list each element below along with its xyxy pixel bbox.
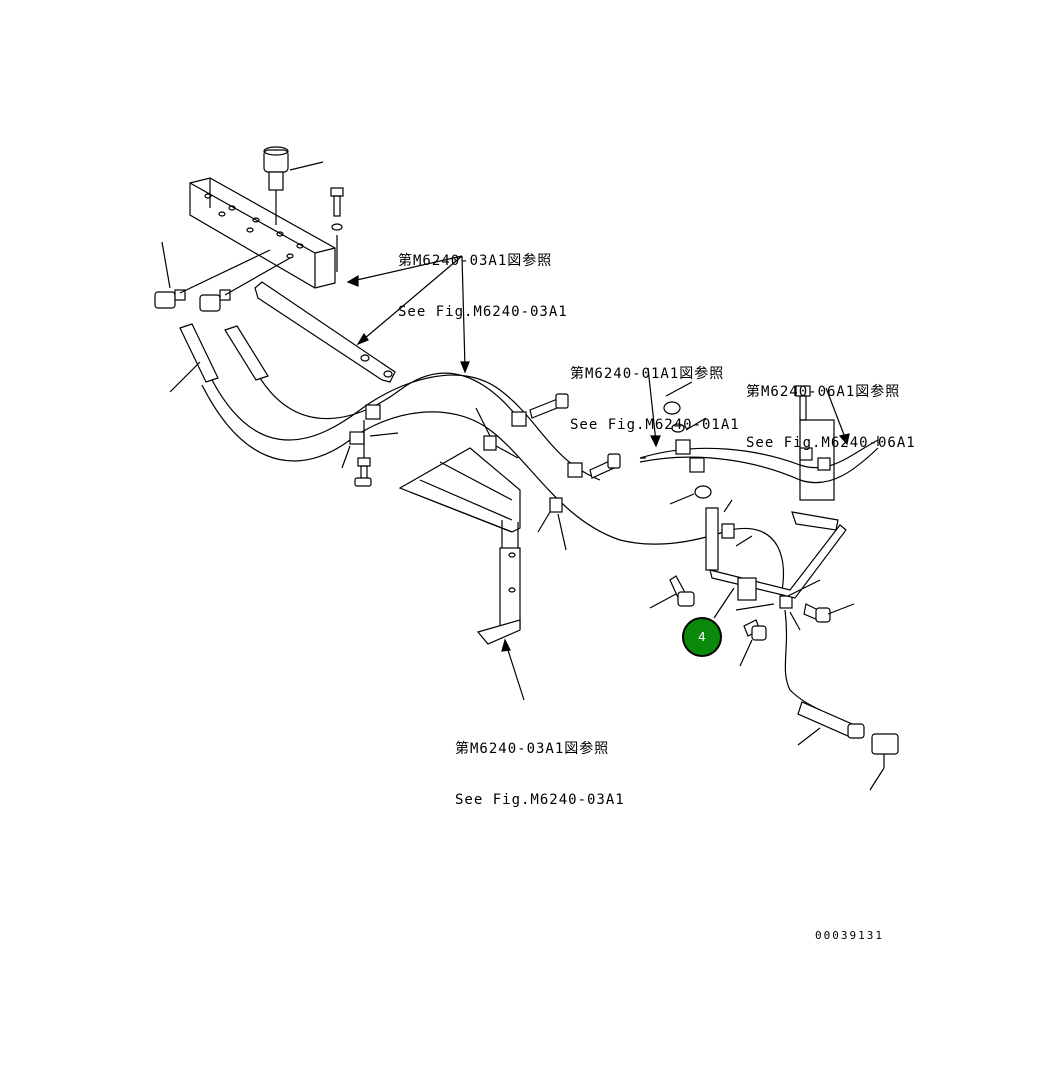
clamp-bolts [354, 393, 621, 487]
top-fitting [263, 146, 324, 225]
document-number: 00039131 [815, 929, 884, 942]
reference-label-3: 第M6240-06A1図参照 See Fig.M6240-06A1 [746, 350, 916, 486]
reference-jp-4: 第M6240-03A1図参照 [455, 741, 610, 757]
part-callout-4[interactable]: 4 [682, 617, 722, 657]
right-frame-bracket [705, 419, 847, 601]
reference-en-2: See Fig.M6240-01A1 [570, 417, 740, 433]
right-side-hardware [663, 385, 831, 641]
leader-lines [341, 381, 885, 791]
reference-en-4: See Fig.M6240-03A1 [455, 792, 625, 808]
reference-jp-1: 第M6240-03A1図参照 [398, 253, 553, 269]
reference-label-4: 第M6240-03A1図参照 See Fig.M6240-03A1 [455, 707, 625, 843]
manifold-block [189, 177, 336, 289]
reference-en-1: See Fig.M6240-03A1 [398, 304, 568, 320]
reference-label-1: 第M6240-03A1図参照 See Fig.M6240-03A1 [398, 219, 568, 355]
reference-label-2: 第M6240-01A1図参照 See Fig.M6240-01A1 [570, 332, 740, 468]
left-elbow-fittings [154, 241, 291, 312]
reference-en-3: See Fig.M6240-06A1 [746, 435, 916, 451]
top-bolt [330, 187, 344, 272]
reference-jp-3: 第M6240-06A1図参照 [746, 384, 901, 400]
middle-frame-bracket [398, 447, 521, 645]
reference-jp-2: 第M6240-01A1図参照 [570, 366, 725, 382]
hose-clamps [349, 404, 831, 609]
upper-clamp-bracket [254, 281, 396, 383]
reference-arrows [346, 255, 850, 701]
bottom-right-hose-end [797, 701, 899, 768]
left-hose-ends [169, 323, 269, 393]
